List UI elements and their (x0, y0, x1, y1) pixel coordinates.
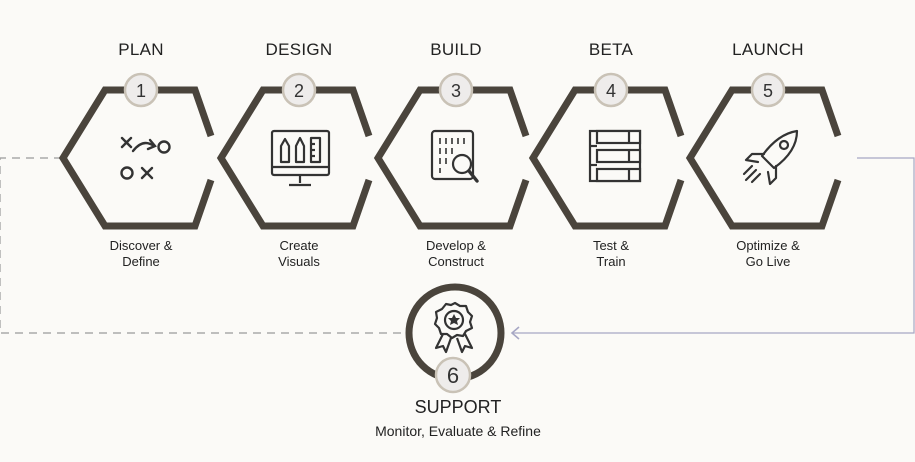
phase-description: Develop &Construct (426, 238, 486, 269)
phase-description: Discover &Define (109, 238, 173, 269)
phase-number-badge: 1 (123, 72, 159, 108)
phase-number-badge: 4 (593, 72, 629, 108)
phase-title-build: BUILD (430, 40, 482, 59)
phase-number: 3 (451, 81, 461, 101)
support-description: Monitor, Evaluate & Refine (375, 423, 541, 439)
code-search-icon (430, 129, 479, 183)
strategy-icon (120, 136, 171, 180)
phase-number: 1 (136, 81, 146, 101)
phase-hexagon-launch (685, 86, 842, 230)
phase-hexagon-build (373, 86, 530, 230)
rocket-icon (742, 129, 799, 186)
phase-number: 5 (763, 81, 773, 101)
loop-return-connector (512, 157, 915, 334)
phase-description: Test &Train (592, 238, 630, 269)
phase-number-badge: 5 (750, 72, 786, 108)
phase-title-beta: BETA (588, 40, 634, 59)
phase-title-design: DESIGN (265, 40, 333, 59)
support-number-badge: 6 (434, 356, 472, 394)
phase-number-badge: 3 (438, 72, 474, 108)
phase-number-badge: 2 (281, 72, 317, 108)
support-number: 6 (447, 363, 459, 388)
phase-title-launch: LAUNCH (732, 40, 804, 59)
loop-dashed-connector (0, 157, 408, 334)
phase-hexagon-beta (528, 86, 685, 230)
design-monitor-icon (270, 129, 331, 187)
phase-hexagon-plan (58, 86, 215, 230)
phase-description: Optimize &Go Live (736, 238, 800, 269)
award-ribbon-icon (433, 301, 474, 354)
phase-number: 2 (294, 81, 304, 101)
phase-hexagon-design (216, 86, 373, 230)
support-title: SUPPORT (414, 397, 502, 417)
phase-title-plan: PLAN (118, 40, 164, 59)
arrowhead-icon (510, 326, 520, 340)
phase-number: 4 (606, 81, 616, 101)
server-rack-icon (588, 129, 642, 183)
